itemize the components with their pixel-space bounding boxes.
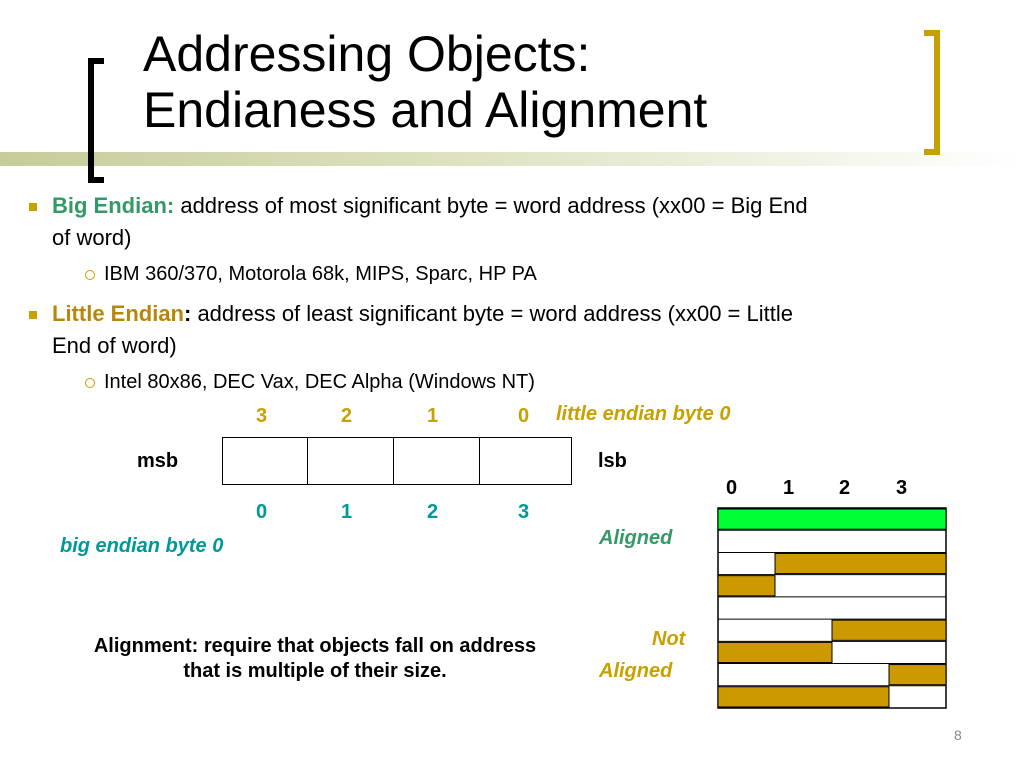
alignment-object-bar [717,686,890,708]
bullet-big-endian: Big Endian: address of most significant … [52,190,808,222]
bullet-little-endian-text: address of least significant byte = word… [191,301,793,326]
sub-bullet-circle-icon [85,378,95,388]
little-byte-num: 3 [256,405,268,427]
page-number: 8 [954,727,962,743]
bullet-big-endian-text: address of most significant byte = word … [174,193,808,218]
byte-cell [307,437,395,485]
lsb-label: lsb [598,450,627,472]
alignment-grid [717,507,947,709]
right-bracket-decoration [924,30,940,155]
alignment-note: Alignment: require that objects fall on … [30,634,600,684]
bullet-big-endian-cont: of word) [52,225,132,250]
alignment-object-bar [717,575,776,597]
alignment-object-bar [774,552,947,575]
byte-cell [393,437,481,485]
not-label: Not [652,628,686,650]
alignment-object-bar [717,508,947,530]
big-endian-byte0-label: big endian byte 0 [60,535,224,557]
col-num: 1 [783,477,795,499]
big-byte-num: 2 [427,501,439,523]
title-line-1: Addressing Objects: [143,26,591,82]
sub-bullet-little-endian-machines: Intel 80x86, DEC Vax, DEC Alpha (Windows… [104,371,535,393]
term-big-endian: Big Endian: [52,193,175,218]
byte-cell [222,437,309,485]
byte-cell [479,437,572,485]
col-num: 3 [896,477,908,499]
little-byte-num: 0 [518,405,530,427]
sub-bullet-big-endian-machines: IBM 360/370, Motorola 68k, MIPS, Sparc, … [104,263,537,285]
aligned-label: Aligned [599,527,673,549]
bullet-little-endian: Little Endian: address of least signific… [52,298,793,330]
title-underline-band [0,152,1024,166]
term-colon: : [184,301,192,326]
bullet-square-icon [29,203,37,211]
alignment-note-line-1: Alignment: require that objects fall on … [93,635,537,657]
big-byte-num: 3 [518,501,530,523]
title-line-2: Endianess and Alignment [143,82,708,138]
term-little-endian: Little Endian [52,301,184,326]
col-num: 2 [839,477,851,499]
alignment-object-bar [717,641,833,664]
col-num: 0 [726,477,738,499]
msb-label: msb [137,450,179,472]
alignment-object-bar [831,619,947,641]
sub-bullet-circle-icon [85,270,95,280]
not-aligned-label: Aligned [599,660,673,682]
left-bracket-decoration [88,58,104,183]
bullet-little-endian-cont: End of word) [52,333,177,358]
alignment-object-bar [888,664,947,686]
slide-title: Addressing Objects: Endianess and Alignm… [143,26,707,138]
bullet-square-icon [29,311,37,319]
little-byte-num: 1 [427,405,439,427]
alignment-note-line-2: that is multiple of their size. [183,660,447,682]
little-byte-num: 2 [341,405,353,427]
big-byte-num: 1 [341,501,353,523]
big-byte-num: 0 [256,501,268,523]
little-endian-byte0-label: little endian byte 0 [556,403,731,425]
